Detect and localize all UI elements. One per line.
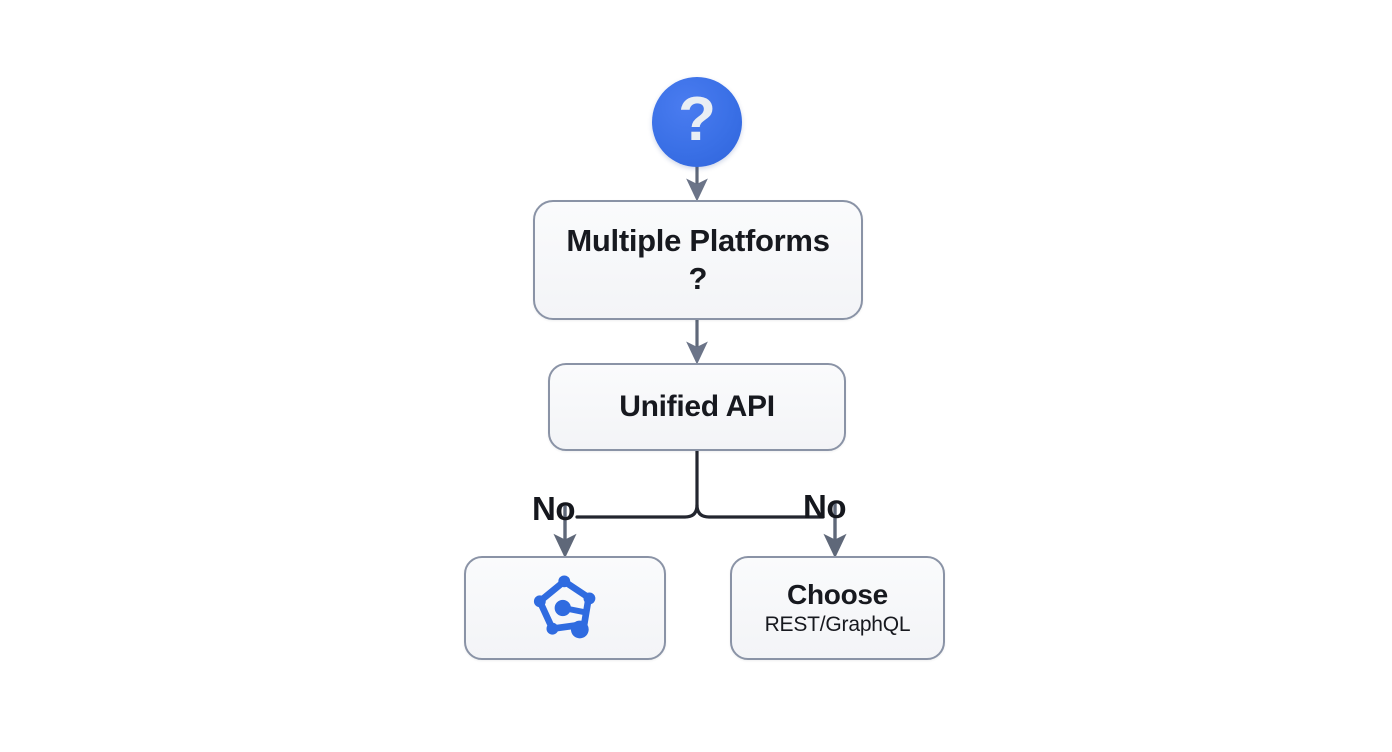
question-mark-icon: ? — [678, 85, 716, 154]
node-unified-api-label: Unified API — [619, 390, 775, 424]
edge-label-no-left: No — [532, 490, 576, 527]
node-choose-line1: Choose — [787, 578, 888, 610]
node-multiple-platforms-line1: Multiple Platforms — [566, 222, 830, 258]
node-multiple-platforms[interactable]: Multiple Platforms ? — [533, 200, 863, 320]
node-choose-rest-graphql[interactable]: Choose REST/GraphQL — [730, 556, 945, 660]
node-choose-line2: REST/GraphQL — [764, 613, 911, 637]
graph-network-icon — [533, 575, 596, 639]
node-graph-api-option[interactable] — [464, 556, 666, 660]
edge-unified-api-split — [575, 449, 825, 519]
node-multiple-platforms-line2: ? — [688, 260, 708, 296]
node-unified-api[interactable]: Unified API — [548, 363, 846, 451]
start-question-node[interactable]: ? — [652, 77, 742, 167]
edge-label-no-right: No — [803, 488, 847, 525]
